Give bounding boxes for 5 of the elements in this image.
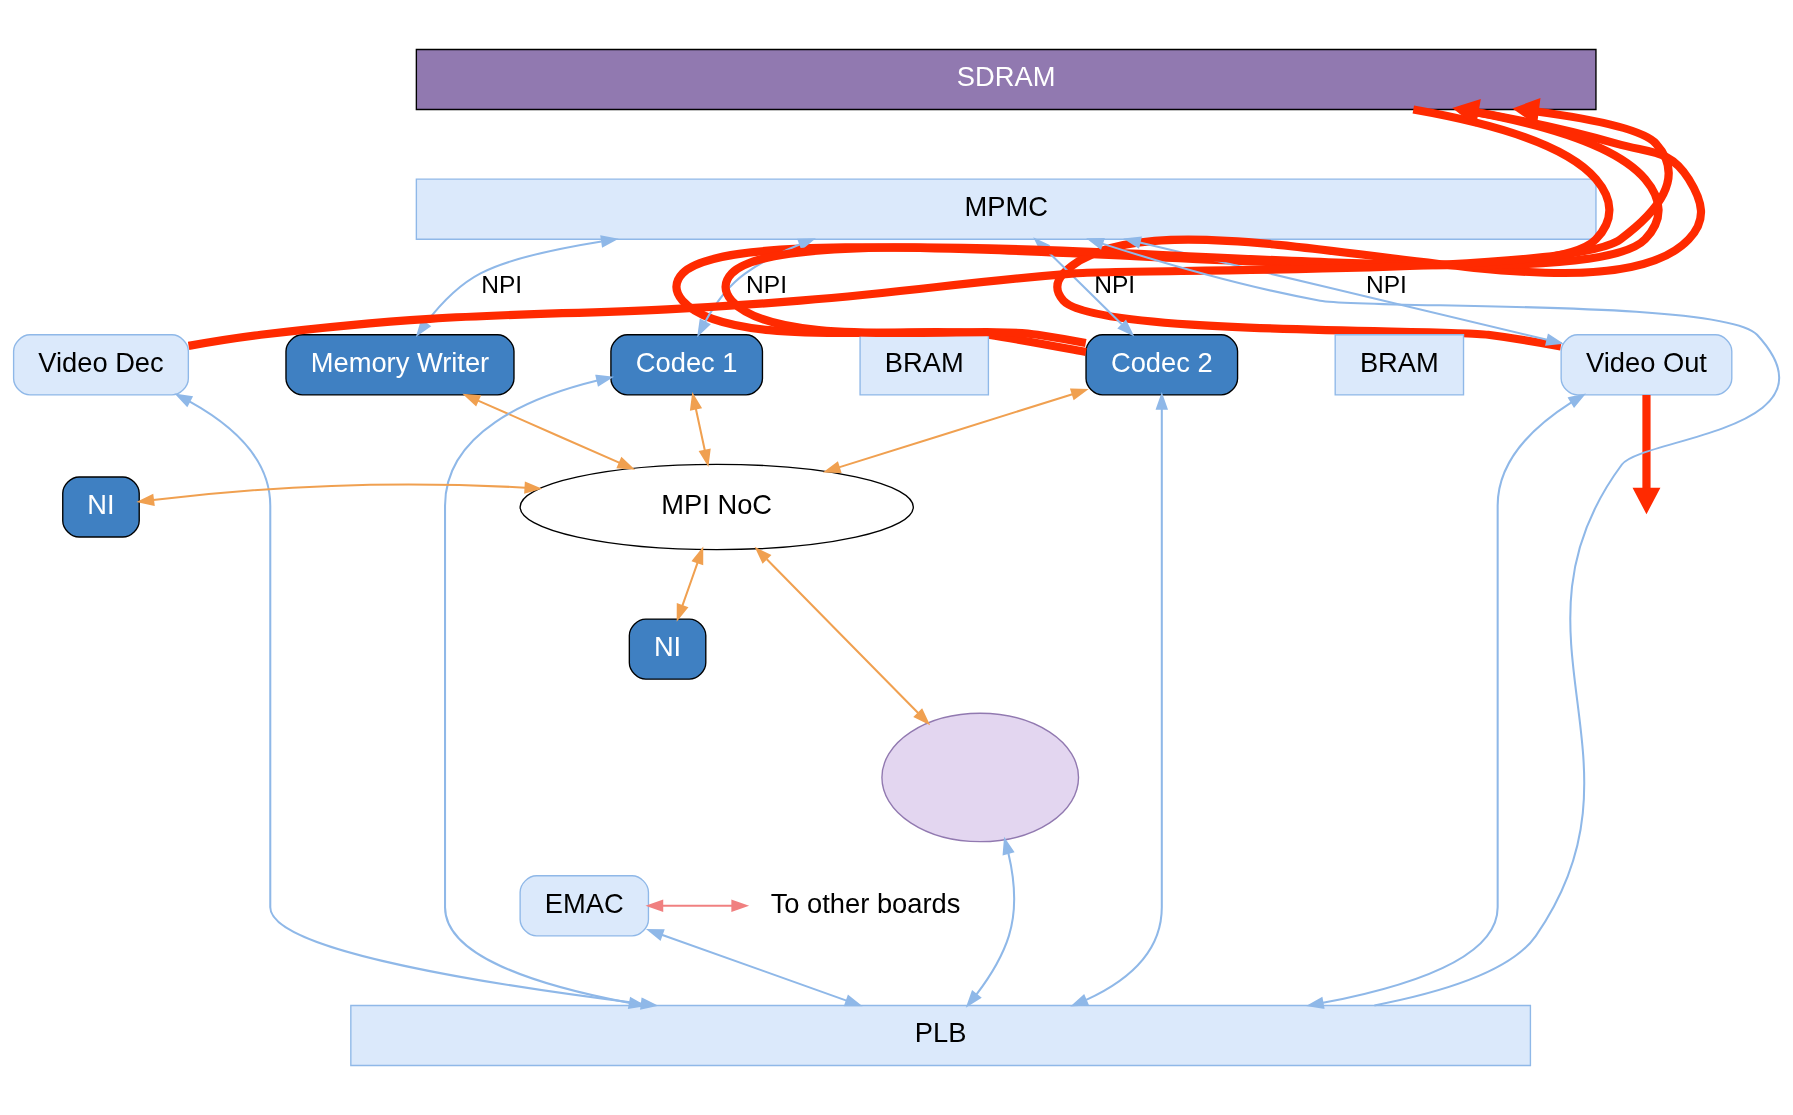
edge-label: NPI <box>1094 271 1136 299</box>
node-text: To other boards <box>770 887 961 919</box>
edge-label: NPI <box>1365 271 1407 299</box>
edge-label: NPI <box>481 271 523 299</box>
edge-label: NPI <box>746 271 788 299</box>
